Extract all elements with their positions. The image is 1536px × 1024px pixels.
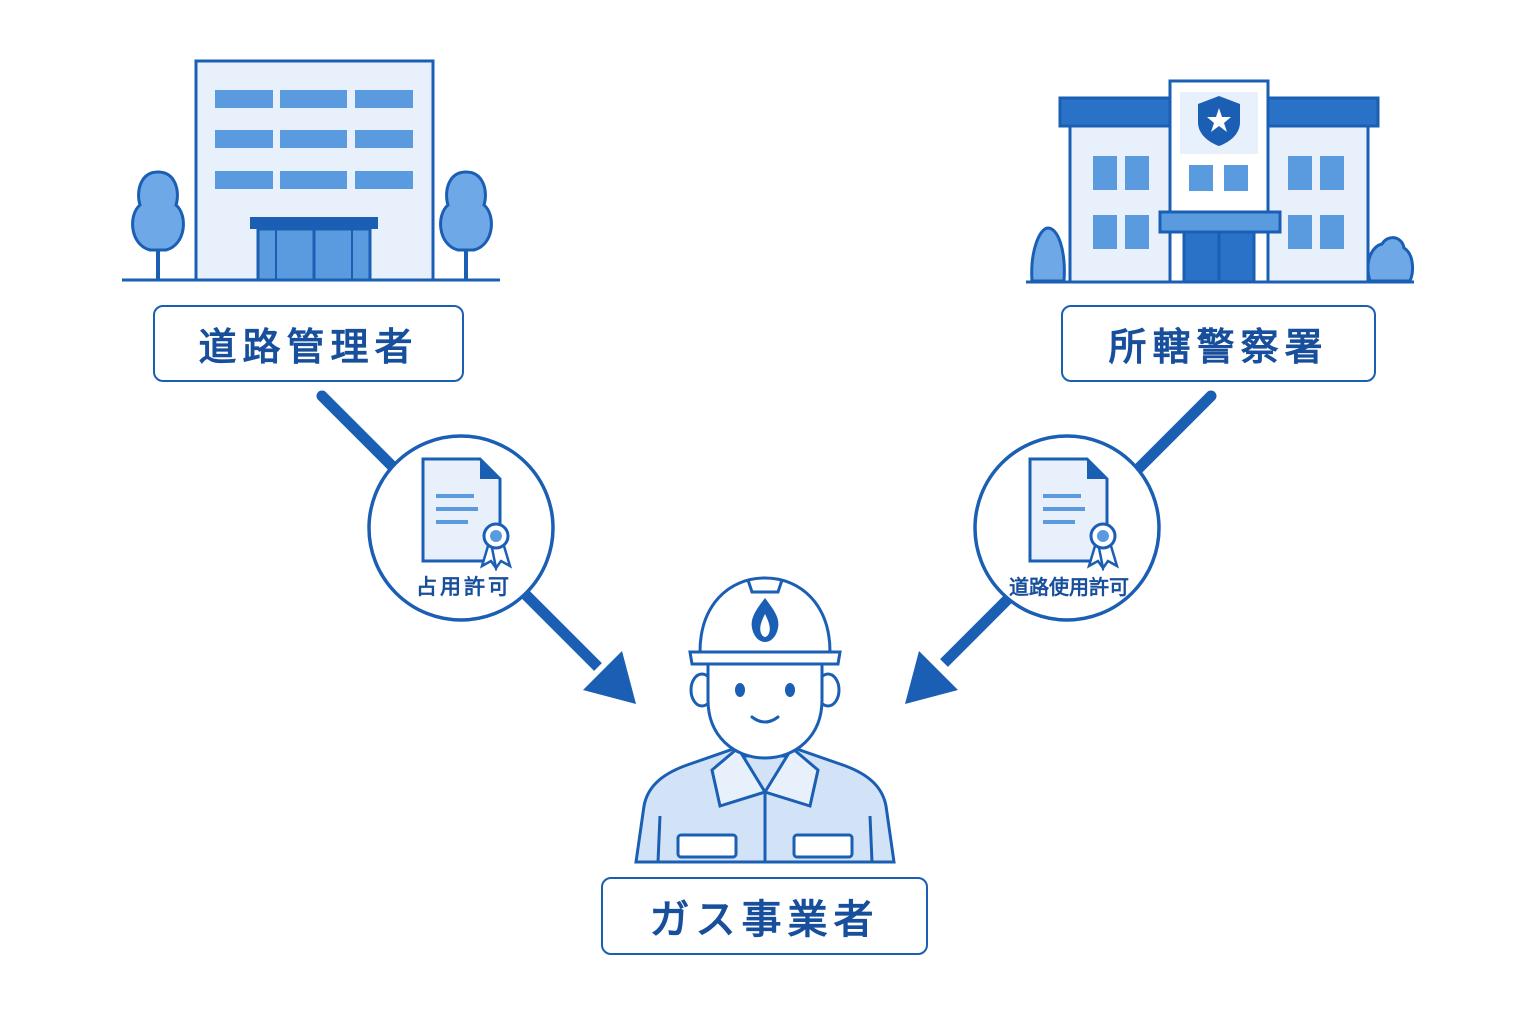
certificate-icon	[1028, 457, 1120, 572]
occupancy-permit-badge: 占用許可	[367, 434, 555, 622]
tree-icon	[131, 170, 185, 280]
police-station-icon	[1026, 79, 1414, 284]
gas-operator-label: ガス事業者	[601, 877, 928, 955]
police-station-label: 所轄警察署	[1061, 305, 1376, 382]
road-use-permit-label: 道路使用許可	[1009, 575, 1129, 599]
road-administrator-label: 道路管理者	[153, 305, 464, 382]
tree-icon	[439, 170, 493, 280]
gas-flame-icon	[751, 598, 779, 642]
arrow-police-to-gas	[905, 390, 1217, 704]
occupancy-permit-label: 占用許可	[416, 575, 512, 599]
certificate-icon	[421, 457, 513, 572]
worker-icon	[634, 576, 896, 864]
road-use-permit-badge: 道路使用許可	[973, 434, 1161, 622]
arrow-road-to-gas	[316, 390, 636, 704]
office-building-icon	[122, 59, 500, 282]
